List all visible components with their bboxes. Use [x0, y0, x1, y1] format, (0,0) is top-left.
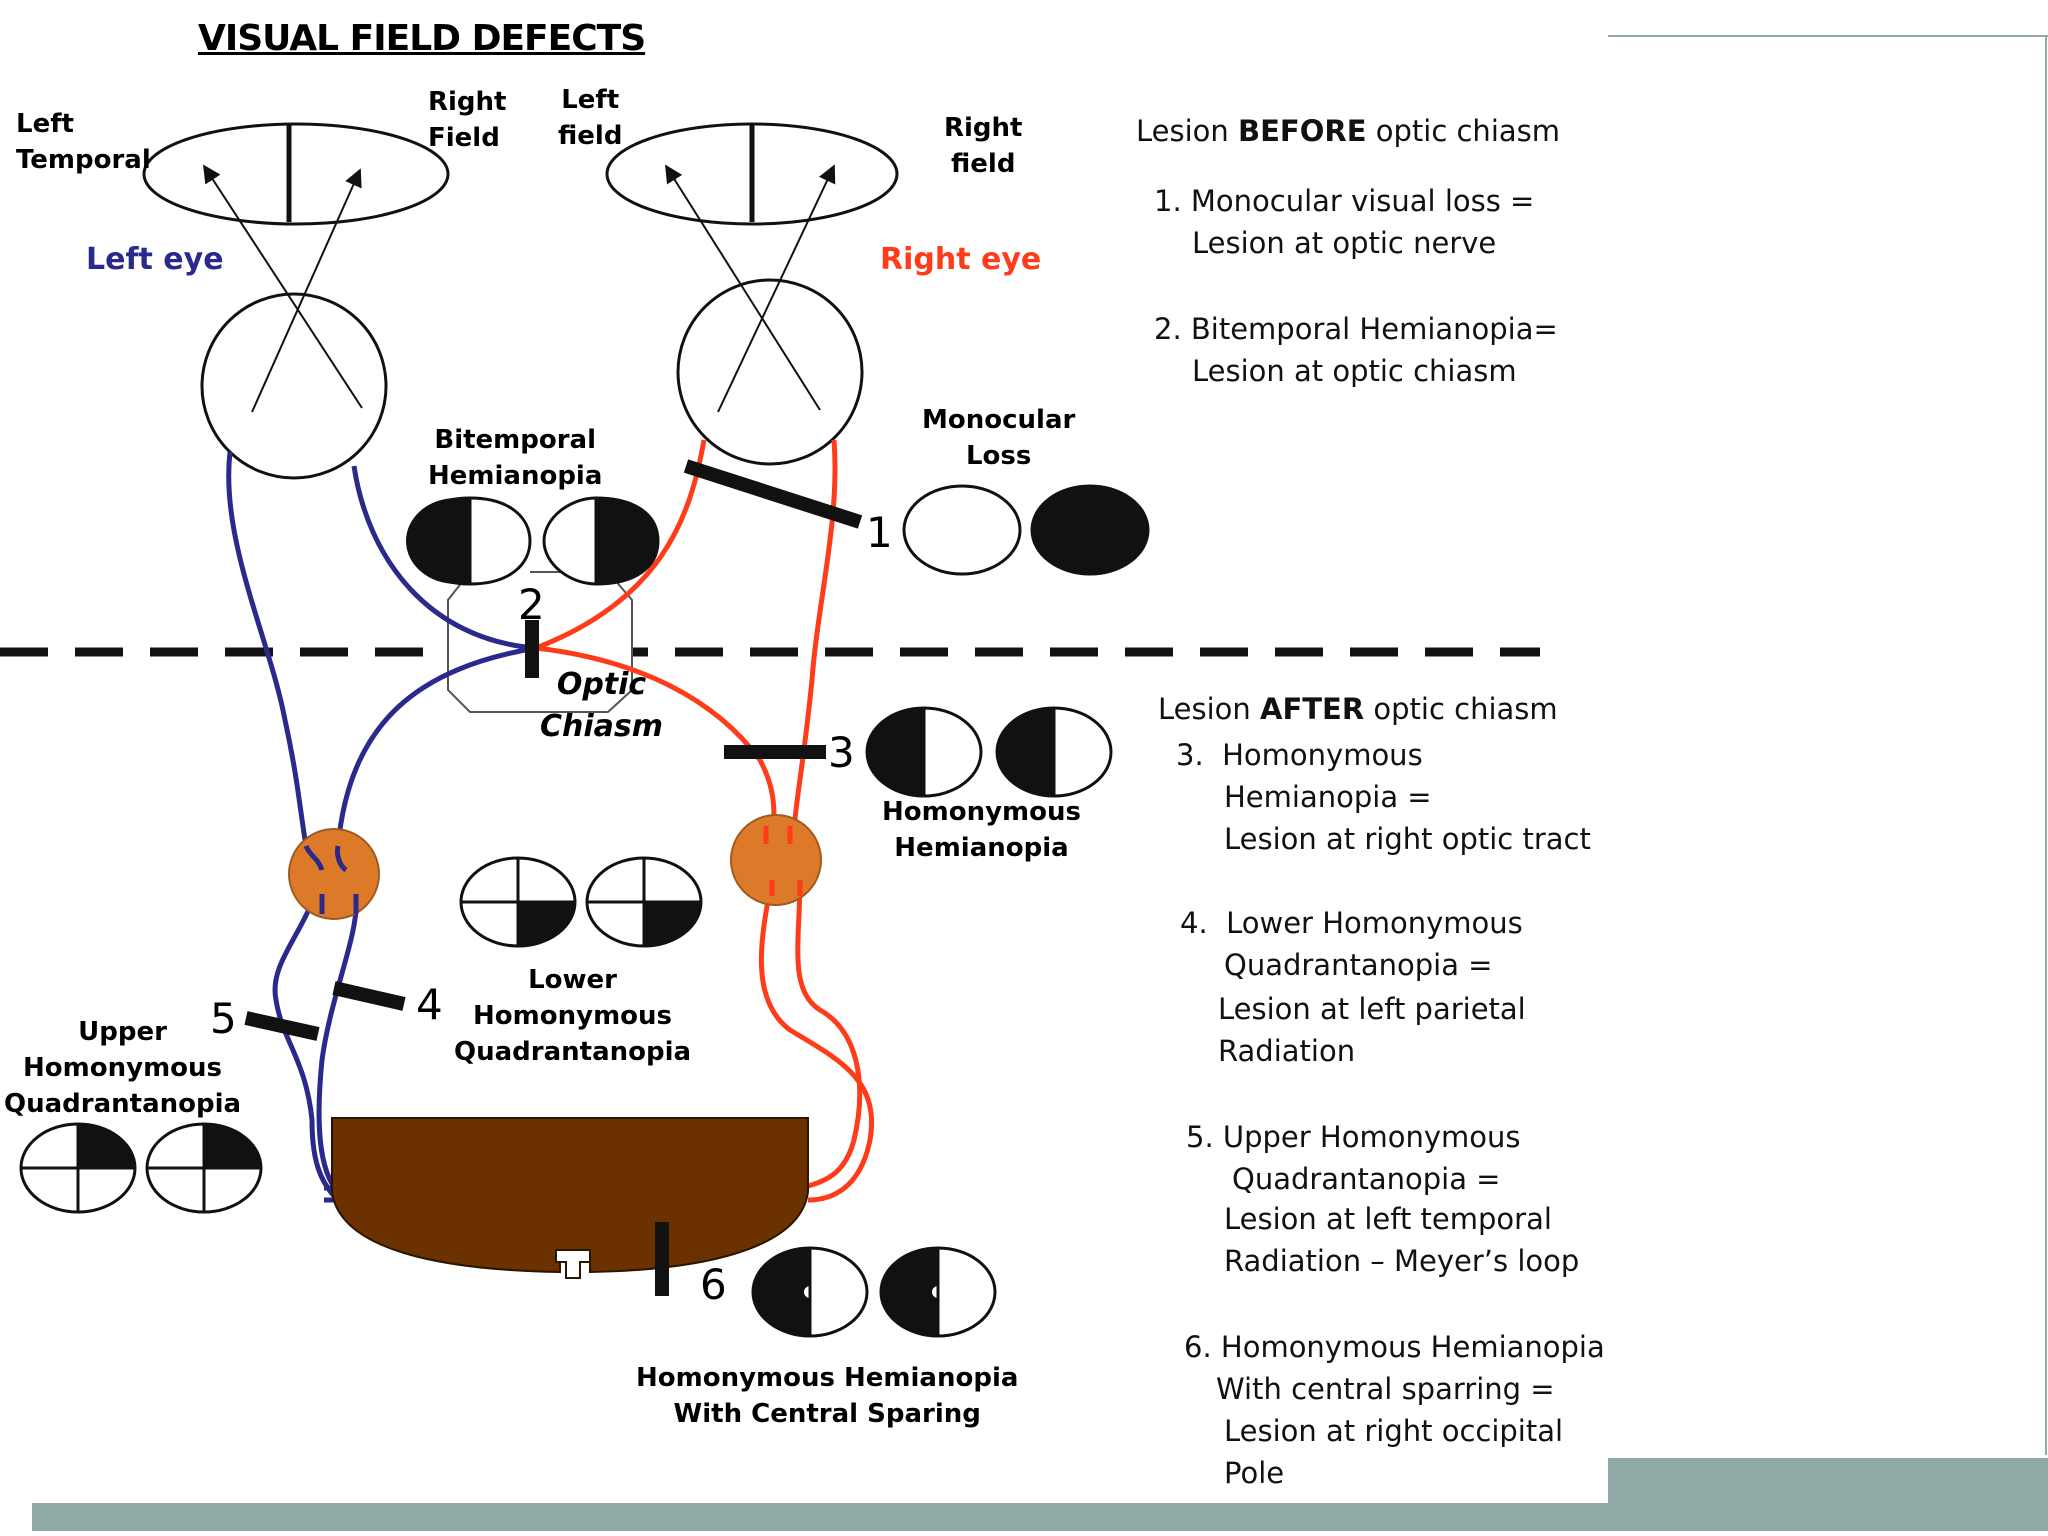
lgn-fiber-overlay	[303, 826, 803, 914]
label-right-eye: Right eye	[880, 242, 1042, 277]
central-sparing-fields	[751, 1246, 997, 1338]
after-item-4-line-2: Quadrantanopia =	[1224, 948, 1493, 982]
after-heading: Lesion AFTER optic chiasm	[1158, 692, 1558, 726]
label-central-sparing: Homonymous Hemianopia With Central Spari…	[636, 1363, 1019, 1429]
after-item-6-line-3: Lesion at right occipital	[1224, 1414, 1564, 1448]
monocular-loss-fields	[902, 484, 1150, 576]
label-homonymous-hemianopia: Homonymous Hemianopia	[882, 797, 1081, 863]
lesion-bar-4	[332, 981, 406, 1011]
lesion-number-5: 5	[210, 994, 237, 1043]
upper-quadrantanopia-fields	[19, 1122, 263, 1214]
label-monocular-loss: Monocular Loss	[922, 405, 1076, 471]
lesion-bar-1	[683, 459, 863, 529]
after-item-4-line-3: Lesion at left parietal	[1218, 992, 1526, 1026]
after-item-5: 5. Upper Homonymous	[1186, 1120, 1521, 1154]
page-title: VISUAL FIELD DEFECTS	[198, 18, 646, 59]
frame-right-line	[2045, 35, 2047, 1455]
label-right-right-field: Right field	[944, 113, 1023, 179]
before-heading: Lesion BEFORE optic chiasm	[1136, 114, 1561, 148]
bottom-bar-right	[1608, 1458, 2048, 1510]
after-item-3: 3. Homonymous	[1176, 738, 1423, 772]
cortex-notch	[555, 1249, 591, 1279]
after-item-6: 6. Homonymous Hemianopia	[1184, 1330, 1605, 1364]
lesion-bar-5	[244, 1011, 320, 1041]
label-lower-quadrantanopia: Lower Homonymous Quadrantanopia	[454, 965, 692, 1067]
lesion-number-2: 2	[518, 580, 545, 629]
label-left-temporal: Left Temporal	[16, 109, 151, 175]
label-left-right-field: Right Field	[428, 87, 507, 153]
right-visual-field	[605, 122, 899, 226]
lesion-number-6: 6	[700, 1260, 727, 1309]
lesion-number-1: 1	[866, 508, 893, 557]
left-visual-field	[142, 122, 450, 226]
occipital-cortex	[331, 1117, 809, 1274]
bitemporal-hemianopia-fields	[406, 496, 660, 586]
before-item-1-line-2: Lesion at optic nerve	[1192, 226, 1497, 260]
label-right-left-field: Left field	[558, 85, 623, 151]
after-item-6-line-4: Pole	[1224, 1456, 1285, 1490]
lower-quadrantanopia-fields	[459, 856, 703, 948]
left-lgn	[288, 828, 380, 920]
after-item-3-line-3: Lesion at right optic tract	[1224, 822, 1591, 856]
right-lgn	[730, 814, 822, 906]
after-item-4-line-4: Radiation	[1218, 1034, 1356, 1068]
after-item-5-line-4: Radiation – Meyer’s loop	[1224, 1244, 1580, 1278]
after-item-3-line-2: Hemianopia =	[1224, 780, 1432, 814]
before-item-2: 2. Bitemporal Hemianopia=	[1154, 312, 1558, 346]
after-item-6-line-2: With central sparring =	[1216, 1372, 1555, 1406]
left-eye	[200, 164, 388, 480]
label-upper-quadrantanopia: Upper Homonymous Quadrantanopia	[4, 1017, 242, 1119]
before-item-2-line-2: Lesion at optic chiasm	[1192, 354, 1517, 388]
after-item-4: 4. Lower Homonymous	[1180, 906, 1523, 940]
lesion-number-3: 3	[828, 728, 855, 777]
frame-top-line	[1608, 35, 2048, 37]
bottom-bar	[32, 1503, 2048, 1531]
after-item-5-line-3: Lesion at left temporal	[1224, 1202, 1552, 1236]
label-bitemporal-hemianopia: Bitemporal Hemianopia	[428, 425, 603, 491]
after-item-5-line-2: Quadrantanopia =	[1232, 1162, 1501, 1196]
before-item-1: 1. Monocular visual loss =	[1154, 184, 1535, 218]
right-eye	[665, 164, 864, 466]
homonymous-hemianopia-fields	[865, 706, 1113, 798]
label-left-eye: Left eye	[86, 242, 224, 277]
lesion-number-4: 4	[416, 980, 443, 1029]
label-optic-chiasm: Optic Chiasm	[540, 667, 664, 744]
right-eye-fibers	[535, 439, 874, 1203]
